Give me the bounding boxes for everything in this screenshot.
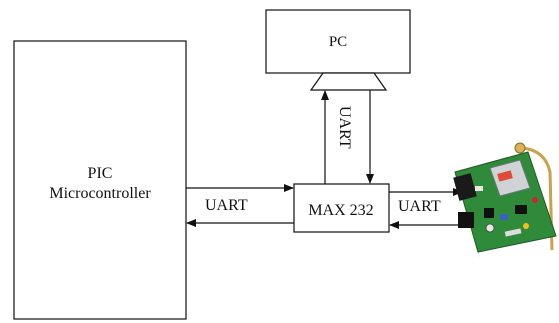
pic-microcontroller-block: PIC Microcontroller bbox=[13, 40, 187, 320]
pic-label-line1: PIC bbox=[88, 165, 113, 182]
pc-connector-trapezoid bbox=[309, 72, 388, 91]
uart-label-max-gsm: UART bbox=[398, 198, 441, 215]
max232-label: MAX 232 bbox=[308, 202, 373, 219]
pc-label: PC bbox=[329, 34, 347, 50]
uart-link-pic-max: UART bbox=[186, 184, 294, 227]
uart-label-pic-max: UART bbox=[205, 197, 248, 214]
uart-link-max-gsm: UART bbox=[389, 188, 463, 229]
pc-block: PC bbox=[265, 9, 411, 91]
pic-label-line2: Microcontroller bbox=[49, 185, 151, 202]
uart-label-max-pc: UART bbox=[336, 106, 353, 149]
max232-block: MAX 232 bbox=[293, 183, 390, 233]
gsm-module-icon bbox=[453, 142, 557, 258]
uart-link-max-pc: UART bbox=[321, 90, 374, 184]
